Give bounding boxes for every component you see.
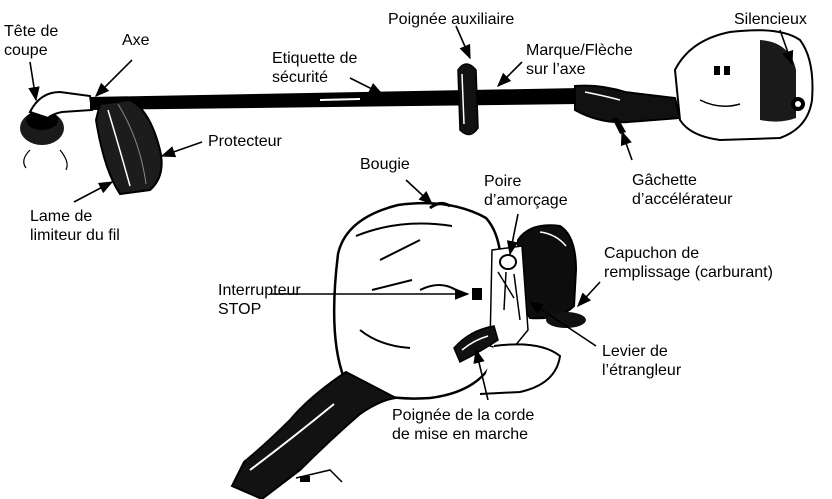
rear-grip-drawing: [574, 84, 682, 124]
label-gachette-accelerateur: Gâchette d’accélérateur: [632, 172, 733, 208]
label-levier-etrangleur: Levier de l’étrangleur: [602, 343, 682, 379]
label-poire-amorcage: Poire d’amorçage: [484, 173, 568, 209]
arrow-marque: [496, 61, 523, 88]
engine-cover-drawing: [332, 201, 503, 400]
arrow-silencieux: [779, 29, 794, 66]
label-poignee-corde: Poignée de la corde de mise en marche: [392, 407, 535, 443]
arrow-levier: [528, 301, 597, 347]
label-etiquette-securite: Etiquette de sécurité: [272, 50, 358, 86]
arrow-axe: [94, 59, 133, 98]
throttle-trigger-drawing: [612, 118, 626, 134]
engine-closeup: [230, 201, 586, 499]
trimmer-overview: [20, 29, 814, 196]
label-bougie: Bougie: [360, 156, 410, 173]
rear-handle-drawing: [230, 370, 400, 499]
primer-bulb-drawing: [499, 254, 517, 270]
arrow-gachette: [620, 130, 633, 161]
leader-arrows: [28, 25, 794, 401]
label-protecteur: Protecteur: [208, 133, 282, 150]
label-capuchon-remplissage: Capuchon de remplissage (carburant): [604, 245, 773, 281]
arrow-poignee-aux: [455, 25, 471, 60]
arrow-poire: [506, 213, 519, 256]
label-poignee-auxiliaire: Poignée auxiliaire: [388, 11, 515, 28]
stop-switch-drawing: [472, 288, 482, 300]
fuel-cap-drawing: [546, 312, 586, 328]
label-lame-limiteur: Lame de limiteur du fil: [30, 208, 120, 244]
starter-handle-drawing: [453, 325, 499, 364]
arrow-tete-coupe: [28, 61, 40, 102]
label-marque-fleche: Marque/Flèche sur l’axe: [526, 42, 633, 78]
arrow-poignee-corde: [473, 348, 489, 401]
label-axe: Axe: [122, 32, 150, 49]
cutting-head-drawing: [20, 90, 94, 171]
arrow-lame: [73, 181, 114, 203]
label-silencieux: Silencieux: [734, 11, 807, 28]
aux-handle-drawing: [457, 63, 479, 136]
label-tete-de-coupe: Tête de coupe: [4, 23, 59, 59]
arrow-bougie: [405, 179, 434, 205]
arrow-capuchon: [577, 281, 601, 308]
label-interrupteur-stop: Interrupteur STOP: [218, 282, 301, 318]
arrow-protecteur: [160, 141, 203, 158]
arrow-etiquette: [349, 77, 384, 95]
